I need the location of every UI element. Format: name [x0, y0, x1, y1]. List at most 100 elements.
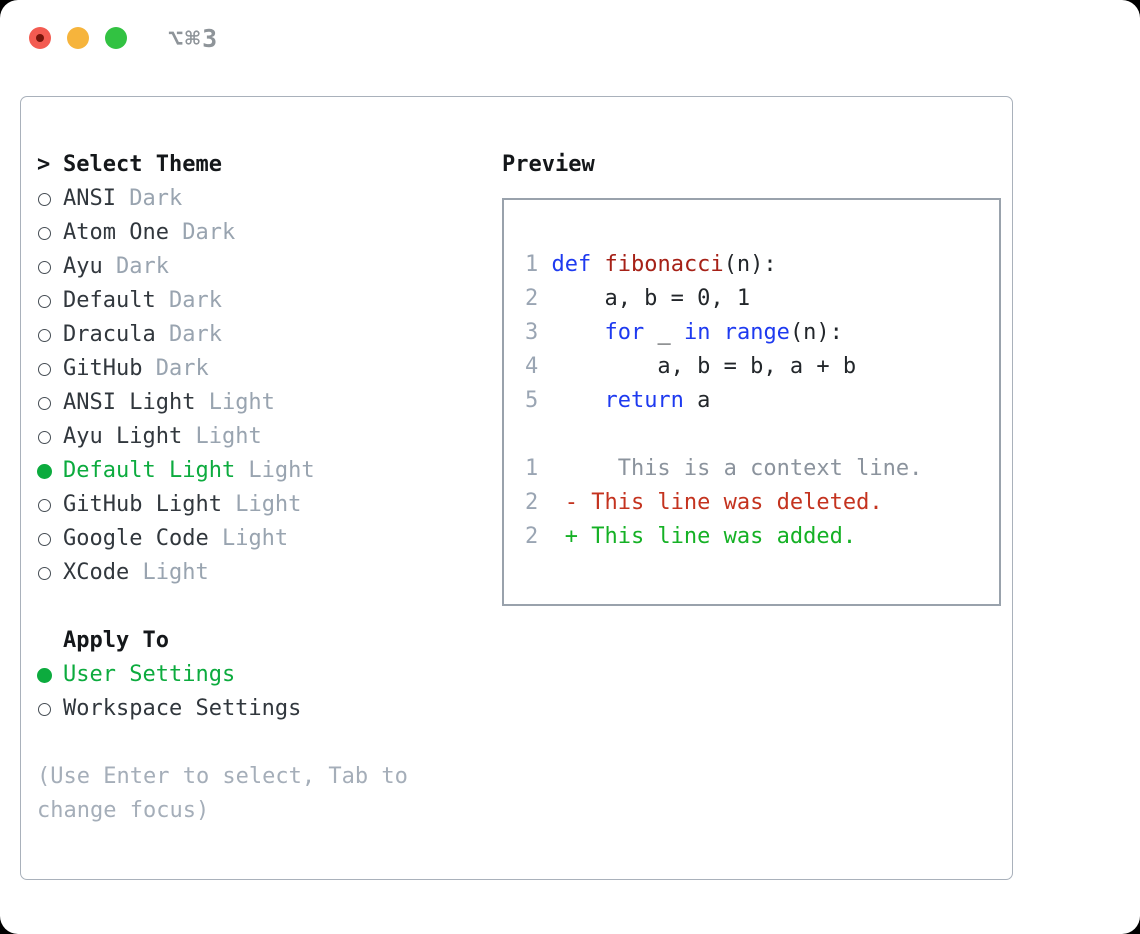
radio-selected-icon — [37, 463, 52, 479]
radio-mark — [38, 192, 51, 206]
select-theme-header: > Select Theme — [37, 148, 477, 182]
radio-unselected-icon — [37, 328, 52, 343]
option-tag: Dark — [155, 288, 222, 313]
code-token: fibonacci — [604, 252, 724, 277]
preview-code-line: 2 a, b = 0, 1 — [525, 282, 999, 316]
code-token — [710, 316, 723, 350]
theme-option-ansi[interactable]: ANSI Dark — [37, 182, 477, 216]
code-token: This is a context line. — [564, 456, 923, 481]
radio-mark — [38, 532, 51, 546]
close-button[interactable] — [29, 27, 51, 49]
option-label: Default Light — [63, 458, 236, 483]
radio-unselected-icon — [37, 192, 52, 207]
code-token: - This line was deleted. — [564, 490, 883, 515]
theme-option-google-code[interactable]: Google Code Light — [37, 522, 477, 556]
apply-option-user-settings[interactable]: User Settings — [37, 658, 477, 692]
option-label: Workspace Settings — [63, 696, 302, 721]
code-token: (n): — [789, 320, 843, 345]
code-token: for — [604, 320, 645, 345]
option-label: Atom One — [63, 220, 169, 245]
code-token: (n): — [723, 252, 777, 277]
preview-diff-line: 2+ This line was added. — [525, 520, 999, 554]
option-label: XCode — [63, 560, 130, 585]
option-tag: Light — [182, 424, 262, 449]
close-button-dot-icon — [36, 34, 44, 42]
radio-unselected-icon — [37, 294, 52, 309]
radio-mark — [38, 260, 51, 274]
apply-to-indent — [37, 624, 63, 658]
zoom-button[interactable] — [105, 27, 127, 49]
radio-mark — [38, 702, 51, 716]
preview-code-line: 5 return a — [525, 384, 999, 418]
line-number: 4 — [525, 354, 539, 379]
select-theme-title: Select Theme — [63, 152, 222, 177]
preview-diff-line: 1 This is a context line. — [525, 452, 999, 486]
radio-mark — [38, 226, 51, 240]
theme-option-github[interactable]: GitHub Dark — [37, 352, 477, 386]
title-bar: ⌥⌘3 — [0, 0, 1140, 76]
option-label: GitHub — [63, 356, 143, 381]
code-token — [591, 248, 604, 282]
radio-unselected-icon — [37, 532, 52, 547]
help-text: (Use Enter to select, Tab to change focu… — [37, 764, 408, 823]
option-tag: Dark — [168, 220, 236, 245]
radio-unselected-icon — [37, 362, 52, 377]
option-label: GitHub Light — [63, 492, 222, 517]
option-tag: Light — [129, 560, 209, 585]
code-token: in — [683, 320, 711, 345]
code-token: a, b = 0, 1 — [551, 286, 751, 311]
option-tag: Dark — [102, 254, 169, 279]
blank-line — [525, 418, 999, 452]
code-token: def — [551, 252, 592, 277]
theme-option-atom-one[interactable]: Atom One Dark — [37, 216, 477, 250]
radio-mark — [38, 294, 51, 308]
radio-mark — [38, 566, 51, 580]
theme-option-ayu-light[interactable]: Ayu Light Light — [37, 420, 477, 454]
code-token: a — [683, 388, 711, 413]
radio-unselected-icon — [37, 226, 52, 241]
preview-code-line: 1 def fibonacci(n): — [525, 248, 999, 282]
code-token: return — [604, 388, 684, 413]
option-tag: Dark — [115, 186, 183, 211]
option-label: ANSI — [63, 186, 116, 211]
theme-option-dracula[interactable]: Dracula Dark — [37, 318, 477, 352]
radio-mark — [38, 498, 51, 512]
radio-unselected-icon — [37, 260, 52, 275]
radio-unselected-icon — [37, 702, 52, 717]
window-title: ⌥⌘3 — [168, 24, 220, 53]
minimize-button[interactable] — [67, 27, 89, 49]
theme-option-ayu[interactable]: Ayu Dark — [37, 250, 477, 284]
option-label: ANSI Light — [63, 390, 196, 415]
radio-unselected-icon — [37, 498, 52, 513]
radio-mark — [38, 430, 51, 444]
radio-unselected-icon — [37, 396, 52, 411]
theme-option-default-light[interactable]: Default Light Light — [37, 454, 477, 488]
option-label: Ayu — [63, 254, 103, 279]
option-label: Google Code — [63, 526, 209, 551]
code-token: + This line was added. — [564, 524, 857, 549]
theme-option-github-light[interactable]: GitHub Light Light — [37, 488, 477, 522]
radio-mark — [37, 667, 52, 683]
option-tag: Dark — [142, 356, 209, 381]
theme-option-default[interactable]: Default Dark — [37, 284, 477, 318]
line-number: 5 — [525, 388, 539, 413]
theme-option-ansi-light[interactable]: ANSI Light Light — [37, 386, 477, 420]
line-number: 2 — [525, 490, 539, 515]
code-token: range — [723, 320, 790, 345]
option-tag: Light — [221, 492, 302, 517]
preview-code-line: 4 a, b = b, a + b — [525, 350, 999, 384]
option-tag: Light — [235, 458, 315, 483]
preview-title: Preview — [502, 152, 595, 177]
apply-option-workspace-settings[interactable]: Workspace Settings — [37, 692, 477, 726]
line-number: 1 — [525, 252, 539, 277]
theme-option-xcode[interactable]: XCode Light — [37, 556, 477, 590]
option-label: User Settings — [63, 662, 236, 687]
radio-unselected-icon — [37, 566, 52, 581]
option-tag: Dark — [155, 322, 222, 347]
